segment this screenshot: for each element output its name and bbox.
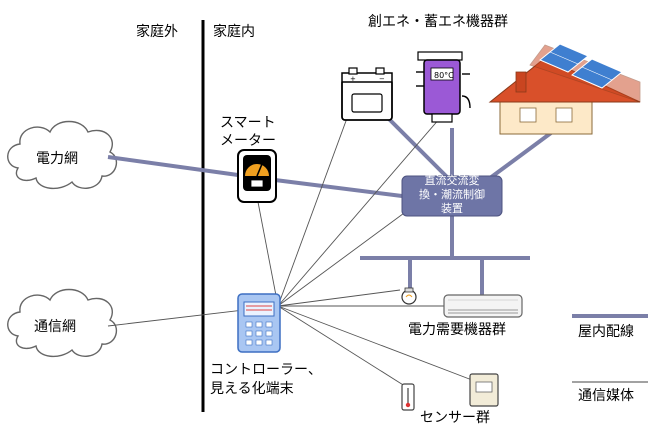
- smart-meter-label-1: スマート: [220, 115, 276, 131]
- smart-meter-label-2: メーター: [220, 133, 276, 149]
- outside-home-label: 家庭外: [136, 24, 178, 40]
- house-icon: [488, 43, 641, 135]
- controller-label-1: コントローラー、: [210, 362, 322, 378]
- comm-network-label: 通信網: [34, 319, 76, 335]
- inside-home-label: 家庭内: [213, 24, 255, 40]
- energy-devices-label: 創エネ・蓄エネ機器群: [368, 14, 508, 30]
- legend-comm-medium-label: 通信媒体: [578, 388, 634, 404]
- sensors-label: センサー群: [420, 410, 490, 426]
- converter-label: 直流交流変 換・潮流制御 装置: [402, 174, 502, 216]
- light-bulb-icon: [401, 287, 417, 305]
- smart-meter-icon: [237, 149, 277, 203]
- legend-indoor-wiring-label: 屋内配線: [578, 324, 634, 340]
- svg-text:+: +: [350, 75, 356, 83]
- controller-label-2: 見える化端末: [210, 381, 294, 397]
- boiler-icon: 80°C: [416, 51, 471, 123]
- power-demand-devices-label: 電力需要機器群: [408, 322, 506, 338]
- comm-lines: [107, 109, 473, 389]
- converter-box: [401, 175, 503, 217]
- power-wiring: [107, 116, 557, 296]
- boiler-temp-label: 80°C: [434, 71, 454, 80]
- power-grid-cloud-icon: [7, 120, 118, 189]
- converter-label-line-3: 装置: [441, 202, 463, 215]
- controller-terminal-icon: [237, 293, 281, 353]
- comm-network-cloud-icon: [7, 288, 118, 357]
- air-conditioner-icon: [443, 294, 523, 318]
- wall-sensor-icon: [469, 373, 499, 407]
- converter-label-line-2: 換・潮流制御: [419, 188, 485, 201]
- battery-icon: + −: [341, 67, 393, 121]
- svg-text:−: −: [379, 75, 385, 83]
- converter-label-line-1: 直流交流変: [424, 174, 480, 187]
- thermometer-sensor-icon: [401, 383, 415, 411]
- power-grid-label: 電力網: [36, 151, 78, 167]
